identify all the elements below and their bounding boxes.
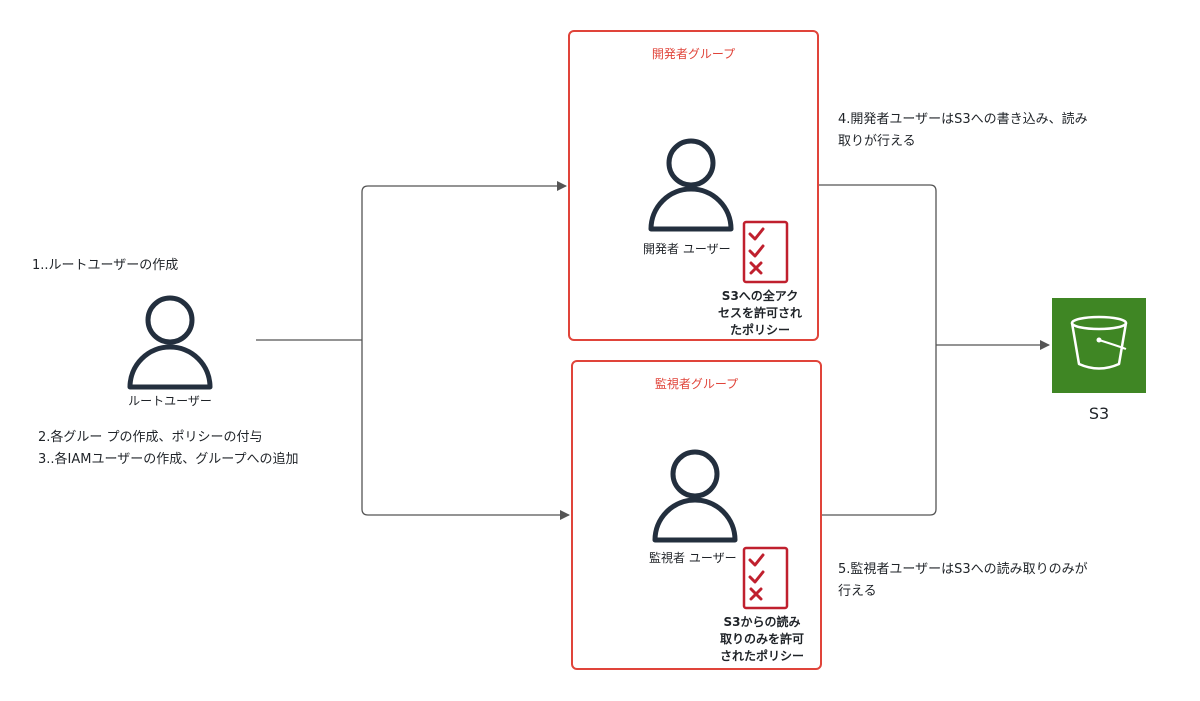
developer-policy-checklist-icon [742,220,789,284]
step5-label-line2: 行える [838,584,877,599]
monitor-policy-label: S3からの読み 取りのみを許可 されたポリシー [712,614,812,665]
connector-monitor-to-s3 [821,345,937,516]
monitor-policy-checklist-icon [742,546,789,610]
developer-user-icon [648,138,734,232]
developer-policy-line-3: たポリシー [729,323,790,337]
connector-lines [256,181,1050,520]
connector-to-developer-group [361,181,567,340]
step4-label-line1: 4.開発者ユーザーはS3への書き込み、読み [838,112,1088,127]
root-user-icon [127,295,213,390]
connector-to-monitor-group [361,340,570,520]
monitor-group-title: 監視者グループ [654,377,739,391]
developer-policy-line-1: S3への全アク [721,289,799,303]
developer-policy-label: S3への全アク セスを許可され たポリシー [710,288,810,339]
step4-label-line2: 取りが行える [838,134,916,149]
developer-group-title: 開発者グループ [651,47,736,61]
step3-label: 3..各IAMユーザーの作成、グループへの追加 [38,452,299,467]
monitor-policy-line-1: S3からの読み [723,615,801,629]
root-user-label: ルートユーザー [128,394,212,408]
monitor-policy-line-2: 取りのみを許可 [719,632,804,646]
step5-label-line1: 5.監視者ユーザーはS3への読み取りのみが [838,562,1088,577]
monitor-user-icon [652,449,738,543]
monitor-policy-line-3: されたポリシー [719,649,804,663]
s3-bucket-icon [1052,298,1146,393]
developer-policy-line-2: セスを許可され [717,306,802,320]
developer-user-label: 開発者 ユーザー [643,242,731,256]
monitor-user-label: 監視者 ユーザー [649,551,737,565]
s3-label: S3 [1088,404,1110,423]
step2-label: 2.各グルー プの作成、ポリシーの付与 [38,430,263,445]
step1-label: 1..ルートユーザーの作成 [32,258,179,273]
connector-developer-to-s3 [818,184,937,345]
